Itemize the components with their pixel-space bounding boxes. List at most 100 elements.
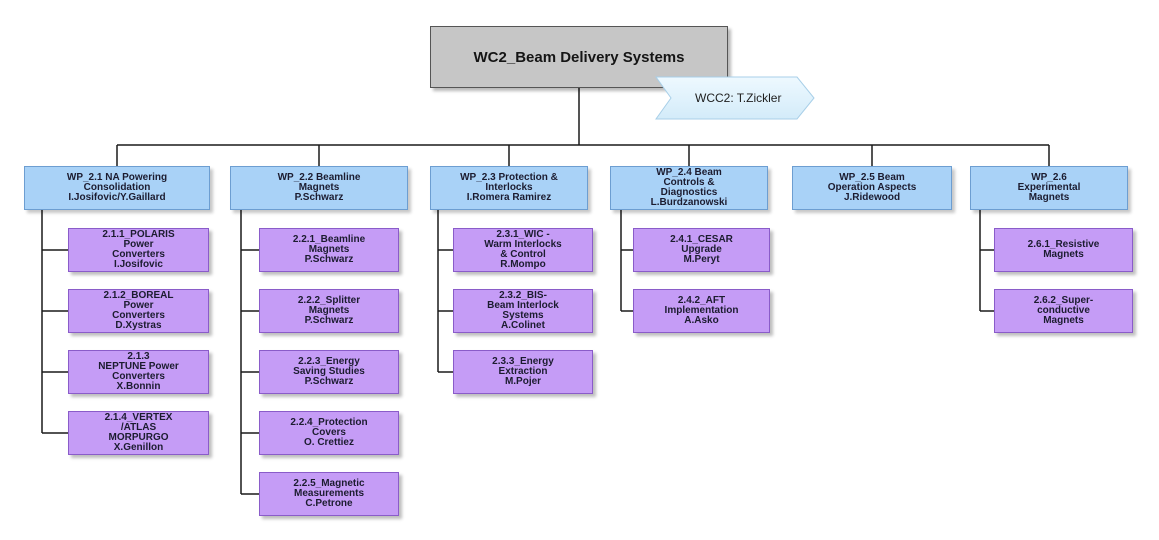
work-package-node-text-line: WP_2.5 Beam [839, 172, 905, 183]
work-package-node-text-line: I.Romera Ramirez [466, 192, 552, 203]
task-node-text-line: /ATLAS [120, 422, 157, 433]
task-node-text-line: R.Mompo [500, 259, 546, 270]
task-node-text-line: P.Schwarz [304, 376, 354, 387]
task-node-text-line: Measurements [293, 488, 365, 499]
work-package-node-text-line: WP_2.4 Beam [656, 167, 722, 178]
task-node-text-line: A.Colinet [501, 320, 545, 331]
task-node-text-line: & Control [500, 249, 546, 260]
work-package-node-text-line: Magnets [1028, 192, 1070, 203]
task-node-text-line: Extraction [498, 366, 548, 377]
task-node-text-line: C.Petrone [305, 498, 353, 509]
task-node-text-line: O. Crettiez [303, 437, 354, 448]
callout-label: WCC2: T.Zickler [695, 91, 782, 105]
task-node-text-line: Saving Studies [293, 366, 365, 377]
work-package-node-text-line: L.Burdzanowski [650, 197, 728, 208]
task-node-text-line: Magnets [1043, 249, 1084, 260]
work-package-node-text-line: Controls & [663, 177, 715, 188]
task-node-text-line: 2.1.4_VERTEX [104, 412, 173, 423]
work-package-node-text-line: I.Josifovic/Y.Gaillard [68, 192, 166, 203]
task-node-text-line: 2.6.2_Super- [1033, 295, 1094, 306]
task-node-text-line: 2.2.5_Magnetic [293, 478, 365, 489]
task-node-text-line: conductive [1037, 305, 1090, 316]
task-node-text-line: NEPTUNE Power [98, 361, 179, 372]
task-node-text-line: 2.1.2_BOREAL [103, 290, 174, 301]
task-node-text-line: 2.2.1_Beamline [292, 234, 366, 245]
task-node-text-line: Magnets [308, 305, 350, 316]
task-node-text-line: 2.4.1_CESAR [670, 234, 733, 245]
task-node-text-line: Covers [312, 427, 346, 438]
work-package-node-text-line: WP_2.6 [1031, 172, 1067, 183]
task-node-text-line: 2.1.3 [127, 351, 150, 362]
task-node-text-line: Converters [112, 310, 165, 321]
root-label: WC2_Beam Delivery Systems [473, 48, 685, 66]
task-node-text-line: Magnets [1043, 315, 1084, 326]
task-node-text-line: Upgrade [681, 244, 722, 255]
task-node-text-line: X.Bonnin [116, 381, 161, 392]
work-package-node-text-line: Operation Aspects [827, 182, 917, 193]
callout-arrow-shape [655, 76, 815, 120]
task-node-text-line: A.Asko [684, 315, 719, 326]
task-node-text-line: 2.1.1_POLARIS [102, 229, 175, 240]
task-node-text-line: Power [123, 300, 154, 311]
task-node-text-line: M.Pojer [504, 376, 542, 387]
task-node-text-line: Implementation [664, 305, 739, 316]
task-node-text-line: Beam Interlock [487, 300, 559, 311]
work-package-node-text-line: WP_2.3 Protection & [460, 172, 558, 183]
task-node-text-line: Power [123, 239, 154, 250]
work-package-node-text-line: Interlocks [485, 182, 533, 193]
work-package-node-text-line: P.Schwarz [294, 192, 344, 203]
task-node-text-line: Converters [112, 249, 165, 260]
task-node-text-line: 2.3.2_BIS- [499, 290, 547, 301]
task-node-text-line: 2.2.3_Energy [298, 356, 360, 367]
work-package-node-text-line: Diagnostics [660, 187, 718, 198]
task-node-text-line: 2.3.3_Energy [492, 356, 554, 367]
work-package-node-text-line: Magnets [298, 182, 340, 193]
task-node-text-line: 2.3.1_WIC - [496, 229, 550, 240]
work-package-node-text-line: J.Ridewood [843, 192, 901, 203]
task-node-text-line: P.Schwarz [304, 315, 354, 326]
task-node-text-line: X.Genillon [113, 442, 164, 453]
work-package-node-text-line: Consolidation [83, 182, 151, 193]
task-node-text-line: M.Peryt [683, 254, 720, 265]
coordinator-callout: WCC2: T.Zickler [655, 76, 815, 120]
task-node-text-line: 2.6.1_Resistive [1027, 239, 1100, 250]
task-node-text-line: 2.4.2_AFT [677, 295, 726, 306]
root-node: WC2_Beam Delivery Systems [430, 26, 728, 88]
task-node-text-line: Warm Interlocks [484, 239, 562, 250]
task-node-text-line: Systems [502, 310, 544, 321]
task-node-text-line: Magnets [308, 244, 350, 255]
task-node-text-line: P.Schwarz [304, 254, 354, 265]
task-node-text-line: 2.2.2_Splitter [297, 295, 361, 306]
work-package-node-text-line: Experimental [1017, 182, 1081, 193]
task-node-text-line: Converters [112, 371, 165, 382]
work-package-node-text-line: WP_2.2 Beamline [277, 172, 361, 183]
task-node-text-line: D.Xystras [115, 320, 162, 331]
work-package-node-text-line: WP_2.1 NA Powering [66, 172, 168, 183]
task-node-text-line: I.Josifovic [114, 259, 163, 270]
task-node-text-line: 2.2.4_Protection [290, 417, 368, 428]
